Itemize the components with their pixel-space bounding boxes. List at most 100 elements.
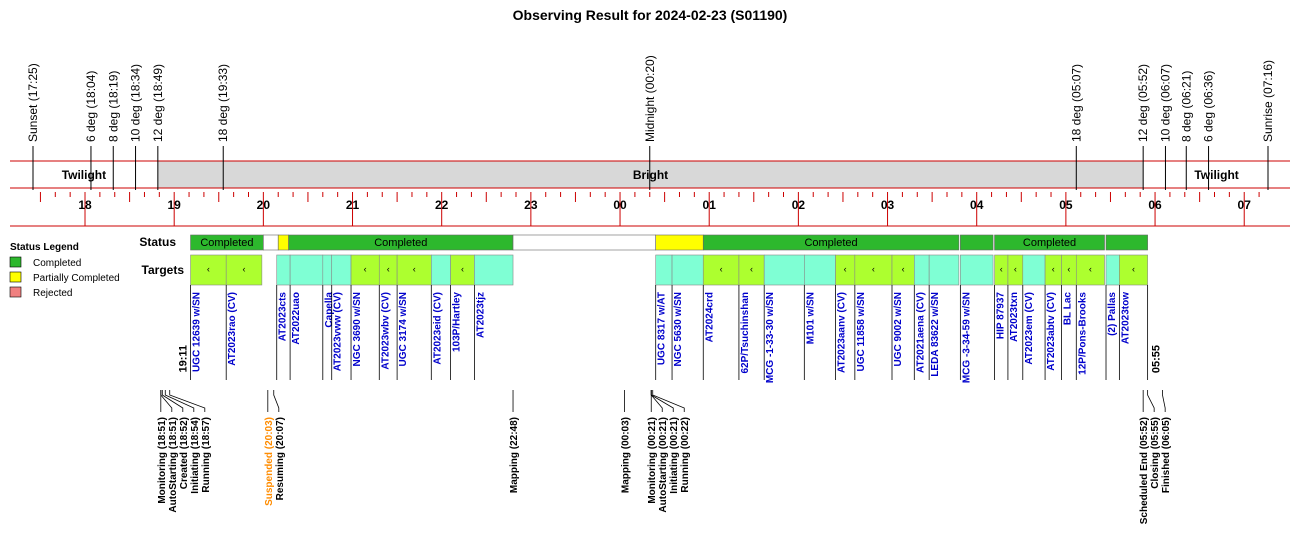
target-name: AT2021aena (CV) [915,292,926,373]
status-segment [263,234,279,251]
target-mark: ‹ [243,264,246,274]
target-block [1105,254,1120,286]
sky-band [10,161,158,188]
target-name: AT2023vww (CV) [333,292,344,371]
target-name: AT2023em (CV) [1024,292,1035,365]
status-segment-label: Completed [374,237,427,249]
target-mark: ‹ [1052,264,1055,274]
target-name: AT2023eid (CV) [432,292,443,365]
hour-tick-label: 01 [703,198,717,212]
target-name: LEDA 83622 w/SN [930,292,941,377]
target-mark: ‹ [207,264,210,274]
legend-swatch [9,286,22,298]
target-mark: ‹ [1000,264,1003,274]
target-name: AT2024crd [704,292,715,342]
target-name: MCG -3-34-59 w/SN [961,292,972,383]
event-leader [652,390,685,412]
hour-tick-label: 04 [970,198,984,212]
target-name: Capella [324,292,335,328]
target-name: M101 w/SN [805,292,816,344]
event-label: Mapping (22:48) [509,417,520,493]
status-row-label: Status [139,235,176,249]
target-block [854,254,893,286]
status-segment-label: Completed [804,237,857,249]
target-block [655,254,673,286]
sun-event-label: 18 deg (05:07) [1069,64,1083,142]
target-mark: ‹ [1067,264,1070,274]
target-block [913,254,930,286]
chart-title: Observing Result for 2024-02-23 (S01190) [513,7,788,23]
hour-tick-label: 19 [168,198,182,212]
target-mark: ‹ [461,264,464,274]
target-name: NGC 3690 w/SN [352,292,363,366]
target-name: (2) Pallas [1107,292,1118,336]
sky-band [1143,161,1290,188]
target-block [430,254,451,286]
target-block [960,254,994,286]
legend-item-label: Completed [33,258,81,269]
target-mark: ‹ [902,264,905,274]
hour-tick-label: 18 [78,198,92,212]
sun-event-label: Sunrise (07:16) [1261,60,1275,142]
event-label: Monitoring (18:51) [157,417,168,504]
run-time-label: 05:55 [1151,345,1163,373]
sun-event-label: 8 deg (18:19) [106,71,120,142]
event-label: Finished (06:05) [1161,417,1172,493]
event-label: Created (18:52) [179,417,190,489]
sun-event-label: 6 deg (18:04) [84,71,98,142]
hour-tick-label: 05 [1059,198,1073,212]
sky-band [157,161,1144,188]
target-name: 12P/Pons-Brooks [1077,292,1088,375]
event-label: Running (18:57) [201,417,212,493]
target-mark: ‹ [364,264,367,274]
target-name: UGC 12639 w/SN [192,292,203,372]
hour-tick-label: 23 [524,198,538,212]
target-block [804,254,836,286]
target-name: 103P/Hartley [452,292,463,352]
hour-tick-label: 03 [881,198,895,212]
event-label: AutoStarting (18:51) [168,417,179,513]
target-name: AT2023txn [1009,292,1020,342]
event-leader [1162,390,1166,412]
event-leader [169,390,206,412]
status-segment [655,234,704,251]
hour-tick-label: 06 [1148,198,1162,212]
target-mark: ‹ [1132,264,1135,274]
sun-event-label: 12 deg (18:49) [151,64,165,142]
legend-item-label: Rejected [33,288,72,299]
target-name: AT2023wbv (CV) [380,292,391,370]
target-mark: ‹ [844,264,847,274]
status-segment [960,234,994,251]
event-leader [650,390,674,412]
sun-event-label: Midnight (00:20) [643,55,657,142]
event-label: Running (00:22) [680,417,691,493]
target-mark: ‹ [872,264,875,274]
target-block [396,254,432,286]
event-leader [273,390,280,412]
target-name: AT2023tow [1120,292,1131,344]
hour-tick-label: 21 [346,198,360,212]
legend-swatch [9,256,22,268]
target-name: NGC 5630 w/SN [673,292,684,366]
target-mark: ‹ [720,264,723,274]
sun-event-label: 10 deg (18:34) [129,64,143,142]
target-block [190,254,227,286]
legend-title: Status Legend [10,242,79,253]
target-mark: ‹ [1014,264,1017,274]
target-block [331,254,352,286]
target-block [702,254,740,286]
target-name: AT2023tjz [475,292,486,338]
target-name: AT2023abtv (CV) [1046,292,1057,371]
target-name: AT2023cts [278,292,289,342]
target-name: AT2022uao [291,292,302,345]
event-label: Initiating (00:21) [669,417,680,494]
target-block [276,254,291,286]
event-leader [1147,390,1155,412]
sky-band-label: Twilight [62,168,106,182]
